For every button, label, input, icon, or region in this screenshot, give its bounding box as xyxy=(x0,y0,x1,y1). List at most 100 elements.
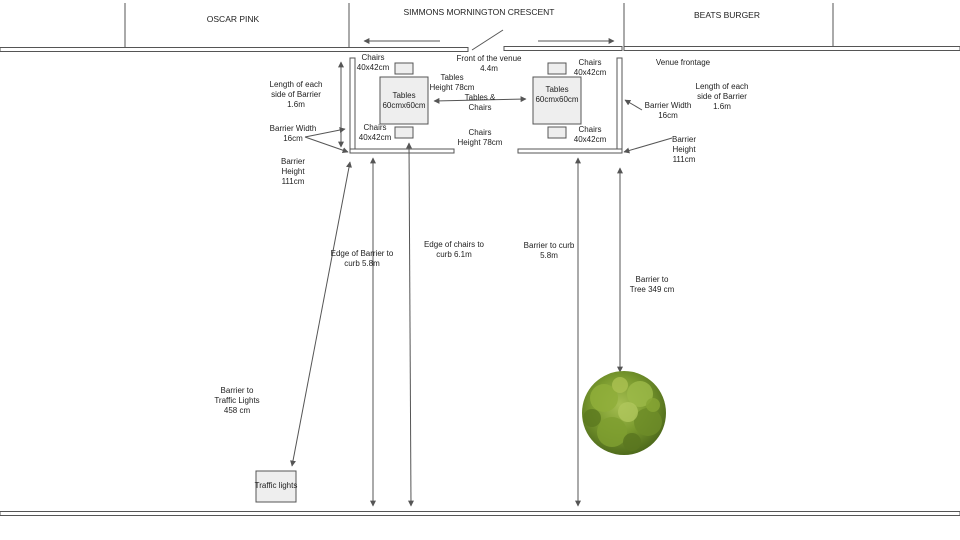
edge-chairs-curb-value: curb 6.1m xyxy=(436,250,472,259)
tables-chairs-arrow xyxy=(433,96,527,104)
right-chairs-top-label: Chairs 40x42cm xyxy=(570,58,610,78)
frontage-pointer xyxy=(471,29,504,51)
right-furniture xyxy=(532,62,582,139)
barrier-traffic-arrow xyxy=(290,161,352,467)
left-barrier xyxy=(349,57,455,154)
left-table-name: Tables xyxy=(392,91,416,100)
tables-chairs-line1: Tables & xyxy=(464,93,496,102)
barrier-traffic-label: Barrier to Traffic Lights 458 cm xyxy=(206,386,268,416)
tree-icon xyxy=(582,371,666,455)
left-barrier-height-line1: Barrier xyxy=(280,157,305,166)
left-chairs-bottom-name: Chairs xyxy=(363,123,387,132)
edge-chairs-curb-label: Edge of chairs to curb 6.1m xyxy=(418,240,490,260)
right-barrier-length-line2: side of Barrier xyxy=(697,92,747,101)
right-barrier-width-value: 16cm xyxy=(658,111,678,120)
left-barrier-height-label: Barrier Height 111cm xyxy=(270,157,316,187)
barrier-traffic-line1: Barrier to xyxy=(220,386,254,395)
chairs-height-name: Chairs xyxy=(468,128,492,137)
left-table-label: Tables 60cmx60cm xyxy=(380,91,428,111)
barrier-height-arrow-right xyxy=(623,137,673,154)
right-chairs-top-name: Chairs xyxy=(578,58,602,67)
left-chairs-bottom-label: Chairs 40x42cm xyxy=(355,123,395,143)
edge-barrier-curb-value: curb 5.8m xyxy=(344,259,380,268)
venue-frontage-label: Venue frontage xyxy=(655,58,711,67)
right-table-size: 60cmx60cm xyxy=(535,95,579,104)
left-barrier-height-value: 111cm xyxy=(281,177,305,186)
left-barrier-length-value: 1.6m xyxy=(287,100,305,109)
building-line-middle xyxy=(503,46,623,51)
left-barrier-length-line2: side of Barrier xyxy=(271,90,321,99)
right-chairs-bottom-name: Chairs xyxy=(578,125,602,134)
shop-dividers xyxy=(124,3,834,48)
right-chair-top xyxy=(547,62,567,75)
barrier-width-arrow-right xyxy=(624,99,643,111)
right-barrier-length-line1: Length of each xyxy=(695,82,749,91)
left-barrier-height-line2: Height xyxy=(281,167,305,176)
right-barrier-front xyxy=(517,148,623,154)
left-chairs-top-size: 40x42cm xyxy=(356,63,390,72)
tables-height-label: Tables Height 78cm xyxy=(426,73,478,93)
right-barrier-height-value: 111cm xyxy=(672,155,696,164)
barrier-width-arrow-left xyxy=(304,127,346,138)
building-line-right xyxy=(623,46,960,51)
shop-name-left: OSCAR PINK xyxy=(206,14,260,24)
left-chairs-top-label: Chairs 40x42cm xyxy=(353,53,393,73)
left-chair-top xyxy=(394,62,414,75)
right-table xyxy=(532,76,582,125)
front-of-venue-label: Front of the venue 4.4m xyxy=(448,54,530,74)
left-furniture xyxy=(379,62,429,139)
right-barrier-height-label: Barrier Height 111cm xyxy=(662,135,706,165)
barrier-curb-text: Barrier to curb xyxy=(523,241,575,250)
left-chair-bottom xyxy=(394,126,414,139)
left-table-size: 60cmx60cm xyxy=(382,101,426,110)
chairs-height-value: Height 78cm xyxy=(457,138,503,147)
shop-name-right: BEATS BURGER xyxy=(694,10,760,20)
right-chairs-top-size: 40x42cm xyxy=(573,68,607,77)
barrier-traffic-value: 458 cm xyxy=(223,406,251,415)
left-barrier-front xyxy=(349,148,455,154)
barrier-traffic-line2: Traffic Lights xyxy=(214,396,260,405)
left-chairs-top-name: Chairs xyxy=(361,53,385,62)
edge-chairs-curb-arrow xyxy=(406,142,414,507)
tables-height-name: Tables xyxy=(440,73,464,82)
left-barrier-length-label: Length of each side of Barrier 1.6m xyxy=(262,80,330,110)
right-barrier-length-value: 1.6m xyxy=(713,102,731,111)
edge-barrier-curb-label: Edge of Barrier to curb 5.8m xyxy=(326,249,398,269)
right-barrier-width-label: Barrier Width 16cm xyxy=(638,101,698,121)
left-barrier-width-text: Barrier Width xyxy=(269,124,317,133)
building-line xyxy=(0,46,960,52)
front-of-venue-text: Front of the venue xyxy=(456,54,522,63)
tables-chairs-label: Tables & Chairs xyxy=(460,93,500,113)
left-barrier-length-line1: Length of each xyxy=(269,80,323,89)
left-table xyxy=(379,76,429,125)
right-barrier xyxy=(517,57,623,154)
barrier-tree-text: Barrier to xyxy=(635,275,669,284)
front-of-venue-value: 4.4m xyxy=(480,64,498,73)
left-barrier-width-value: 16cm xyxy=(283,134,303,143)
edge-chairs-curb-text: Edge of chairs to xyxy=(423,240,485,249)
tables-height-value: Height 78cm xyxy=(429,83,475,92)
barrier-curb-label: Barrier to curb 5.8m xyxy=(518,241,580,261)
chairs-height-label: Chairs Height 78cm xyxy=(454,128,506,148)
tables-chairs-line2: Chairs xyxy=(468,103,492,112)
right-chairs-bottom-label: Chairs 40x42cm xyxy=(570,125,610,145)
traffic-lights-box xyxy=(255,470,297,503)
right-barrier-length-label: Length of each side of Barrier 1.6m xyxy=(688,82,756,112)
edge-barrier-curb-text: Edge of Barrier to xyxy=(330,249,394,258)
barrier-curb-value: 5.8m xyxy=(540,251,558,260)
right-table-name: Tables xyxy=(545,85,569,94)
left-barrier-width-label: Barrier Width 16cm xyxy=(262,124,324,144)
shop-name-center: SIMMONS MORNINGTON CRESCENT xyxy=(403,7,555,17)
right-chair-bottom xyxy=(547,126,567,139)
right-barrier-width-text: Barrier Width xyxy=(644,101,692,110)
barrier-tree-value: Tree 349 cm xyxy=(629,285,675,294)
barrier-height-arrow-left xyxy=(304,136,349,154)
right-chairs-bottom-size: 40x42cm xyxy=(573,135,607,144)
left-chairs-bottom-size: 40x42cm xyxy=(358,133,392,142)
right-table-label: Tables 60cmx60cm xyxy=(533,85,581,105)
curb-line xyxy=(0,511,960,516)
barrier-tree-label: Barrier to Tree 349 cm xyxy=(624,275,680,295)
measurement-arrows xyxy=(290,61,673,507)
